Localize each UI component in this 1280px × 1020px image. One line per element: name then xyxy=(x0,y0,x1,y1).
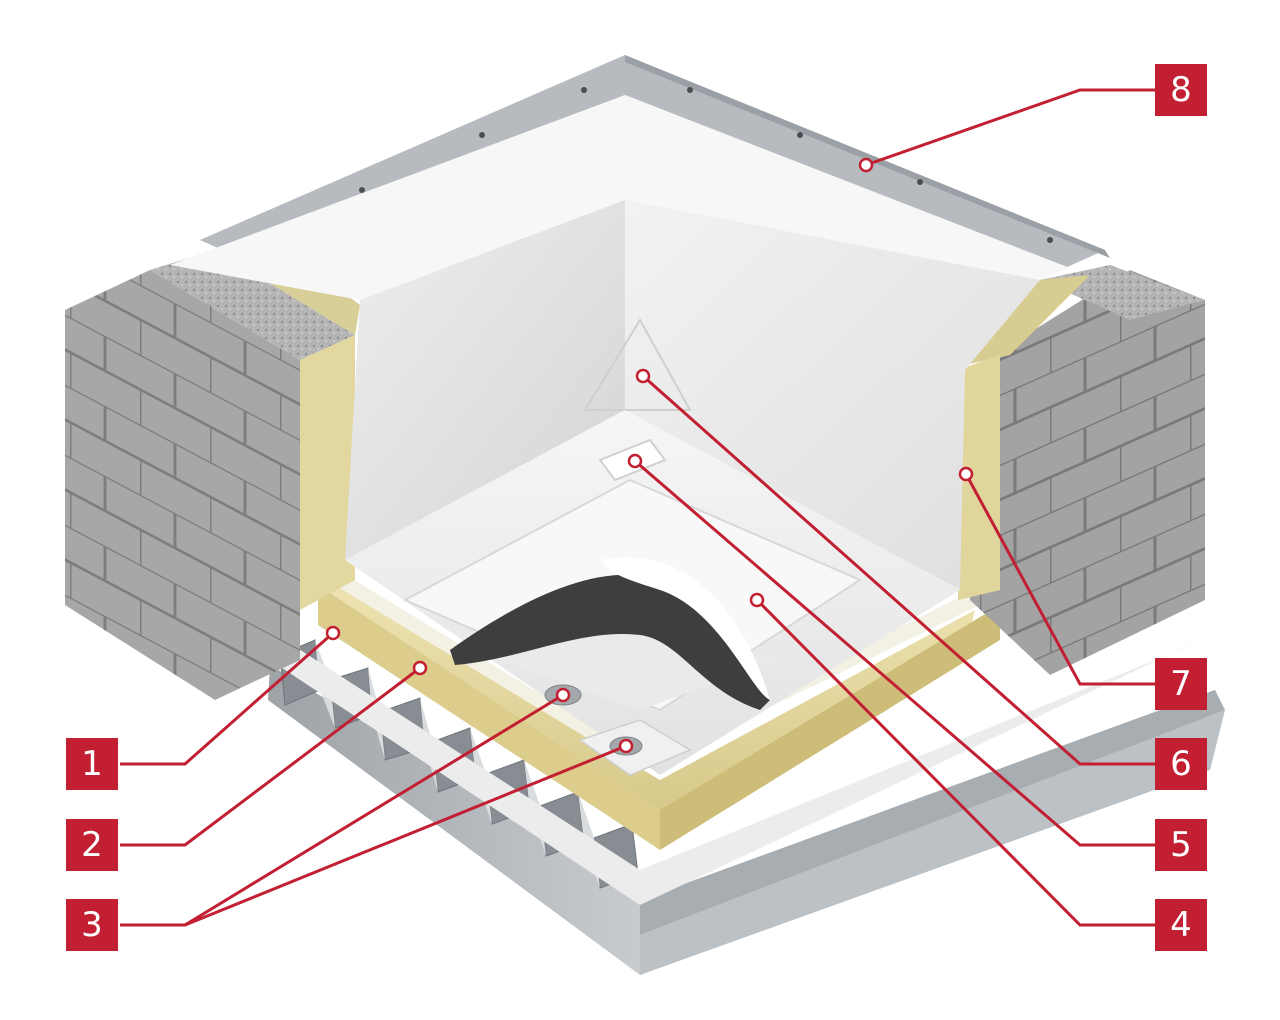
callout-badge-8: 8 xyxy=(1155,64,1207,116)
leader-line-7 xyxy=(964,473,1155,686)
callout-badge-3: 3 xyxy=(66,899,118,951)
anchor-point-3a xyxy=(555,687,571,703)
anchor-point-6 xyxy=(635,368,651,384)
anchor-point-8 xyxy=(858,157,874,173)
callout-badge-1: 1 xyxy=(66,738,118,790)
callout-badge-2: 2 xyxy=(66,819,118,871)
membrane-upstand xyxy=(170,95,1070,590)
leader-line-5 xyxy=(634,459,1155,847)
anchor-point-1 xyxy=(325,625,341,641)
leader-line-1 xyxy=(120,631,334,766)
callout-badge-7: 7 xyxy=(1155,658,1207,710)
callout-badge-6: 6 xyxy=(1155,738,1207,790)
anchor-point-4 xyxy=(749,592,765,608)
anchor-point-2 xyxy=(412,660,428,676)
anchor-point-7 xyxy=(958,466,974,482)
anchor-point-5 xyxy=(627,453,643,469)
left-upstand-wall xyxy=(65,232,360,700)
insulation-board xyxy=(318,565,1000,850)
callout-badge-4: 4 xyxy=(1155,899,1207,951)
vapour-control-layer xyxy=(270,640,1200,905)
right-upstand-wall xyxy=(958,265,1205,675)
leader-line-6 xyxy=(642,374,1155,766)
leader-line-8 xyxy=(865,88,1155,167)
leader-line-3b xyxy=(184,744,627,927)
callout-badge-5: 5 xyxy=(1155,819,1207,871)
peeled-membrane xyxy=(450,557,770,710)
leader-line-2 xyxy=(120,666,421,847)
leader-line-4 xyxy=(755,598,1155,927)
anchor-point-3b xyxy=(618,738,634,754)
